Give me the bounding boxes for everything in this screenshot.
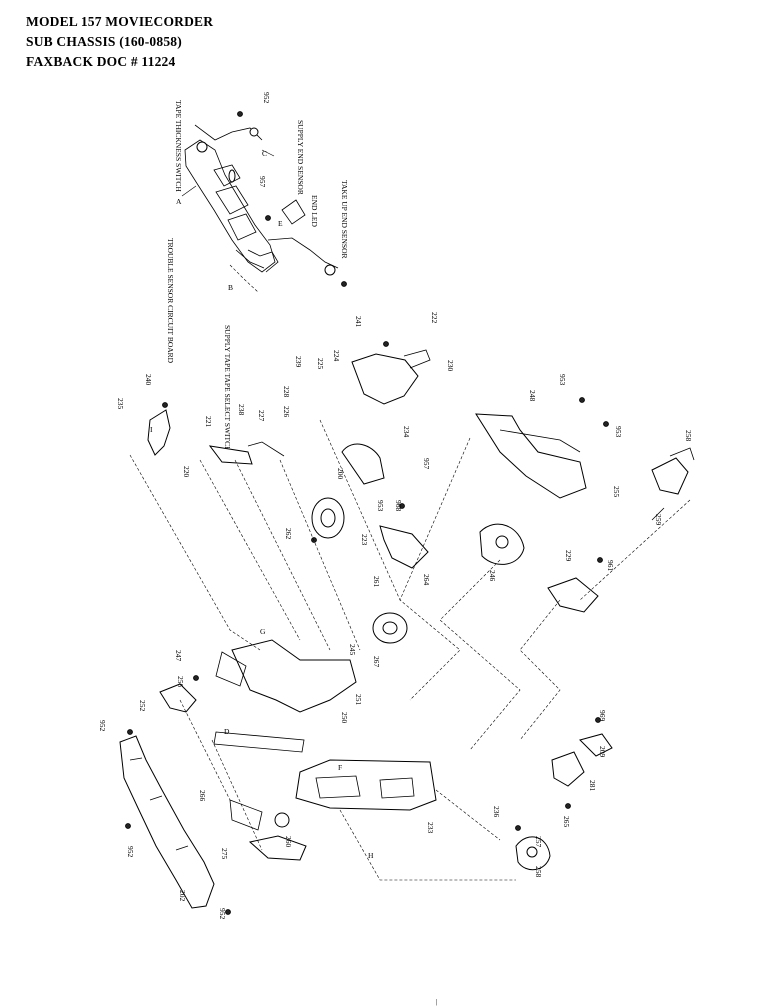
ref-letter-f: F	[338, 763, 342, 772]
part-number: 953	[376, 500, 385, 512]
part-number: 262	[284, 528, 293, 540]
explosion-lines	[129, 419, 691, 881]
part-number: 233	[426, 822, 435, 834]
part-number-labels: 952 957 241 222 230 224 225 239 228 226 …	[98, 92, 693, 920]
part-number: 258	[534, 866, 543, 878]
part-number: 200	[336, 468, 345, 480]
part-number: 245	[348, 644, 357, 656]
part-number: 226	[282, 406, 291, 418]
part-number: 247	[174, 650, 183, 662]
ref-letter-e: E	[278, 219, 283, 228]
label-supply-tape-select-switch: SUPPLY TAPE TAPE SELECT SWITCH	[223, 325, 232, 452]
part-number: 241	[354, 316, 363, 328]
part-number: 239	[294, 356, 303, 368]
ref-letter-g: G	[260, 627, 266, 636]
part-number: 259	[654, 514, 663, 526]
part-number: 209	[598, 746, 607, 758]
part-number: 952	[262, 92, 271, 104]
part-number: 260	[284, 836, 293, 848]
part-number: 240	[144, 374, 153, 386]
ref-letter-d: D	[224, 727, 230, 736]
part-number: 266	[198, 790, 207, 802]
part-number: 281	[588, 780, 597, 792]
part-number: 248	[528, 390, 537, 402]
part-number: 227	[257, 410, 266, 422]
ref-letter-a: A	[176, 197, 182, 206]
sensor-labels: TAPE THICKNESS SWITCH SUPPLY END SENSOR …	[166, 100, 349, 452]
label-end-led: END LED	[310, 195, 319, 227]
part-number: 265	[562, 816, 571, 828]
part-number: 228	[282, 386, 291, 398]
part-number: 267	[372, 656, 381, 668]
part-number: 256	[176, 676, 185, 688]
part-number: 255	[612, 486, 621, 498]
part-number: 246	[488, 570, 497, 582]
lower-right-parts	[515, 717, 613, 871]
part-number: 251	[354, 694, 363, 706]
part-number: 952	[126, 846, 135, 858]
faxback-doc-title: FAXBACK DOC # 11224	[26, 54, 176, 69]
sub-chassis-title: SUB CHASSIS (160-0858)	[26, 34, 182, 49]
part-number: 235	[116, 398, 125, 410]
sensor-board-assembly	[181, 111, 347, 293]
part-number: 275	[220, 848, 229, 860]
part-number: 230	[446, 360, 455, 372]
part-number: 952	[98, 720, 107, 732]
gear-and-lever-parts	[147, 341, 695, 644]
model-title: MODEL 157 MOVIECORDER	[26, 14, 214, 29]
label-take-up-end-sensor: TAKE UP END SENSOR	[340, 180, 349, 259]
part-number: 221	[204, 416, 213, 428]
part-number: 957	[422, 458, 431, 470]
part-number: 220	[182, 466, 191, 478]
part-number: 953	[558, 374, 567, 386]
part-number: 957	[258, 176, 267, 188]
part-number: 238	[237, 404, 246, 416]
part-number: 202	[178, 890, 187, 902]
reference-letters: A B C D E F G H I	[150, 149, 374, 860]
part-number: 952	[218, 908, 227, 920]
part-number: 968	[394, 500, 403, 512]
part-number: 225	[316, 358, 325, 370]
part-number: 236	[492, 806, 501, 818]
main-chassis	[119, 639, 437, 915]
ref-letter-i: I	[150, 425, 153, 434]
footer-mark: |	[436, 997, 438, 1006]
part-number: 229	[564, 550, 573, 562]
part-number: 961	[606, 560, 615, 572]
label-tape-thickness-switch: TAPE THICKNESS SWITCH	[174, 100, 183, 192]
label-trouble-sensor-circuit-board: TROUBLE SENSOR CIRCUIT BOARD	[166, 238, 175, 364]
ref-letter-b: B	[228, 283, 233, 292]
part-number: 258	[684, 430, 693, 442]
ref-letter-c: C	[262, 149, 267, 158]
part-number: 252	[138, 700, 147, 712]
part-number: 969	[598, 710, 607, 722]
part-number: 250	[340, 712, 349, 724]
part-number: 224	[332, 350, 341, 362]
part-number: 264	[422, 574, 431, 586]
part-number: 234	[402, 426, 411, 438]
part-number: 261	[372, 576, 381, 588]
label-supply-end-sensor: SUPPLY END SENSOR	[296, 120, 305, 195]
part-number: 257	[534, 836, 543, 848]
document-header: MODEL 157 MOVIECORDER SUB CHASSIS (160-0…	[26, 12, 213, 72]
part-number: 223	[360, 534, 369, 546]
part-number: 222	[430, 312, 439, 324]
part-number: 953	[614, 426, 623, 438]
ref-letter-h: H	[368, 851, 374, 860]
